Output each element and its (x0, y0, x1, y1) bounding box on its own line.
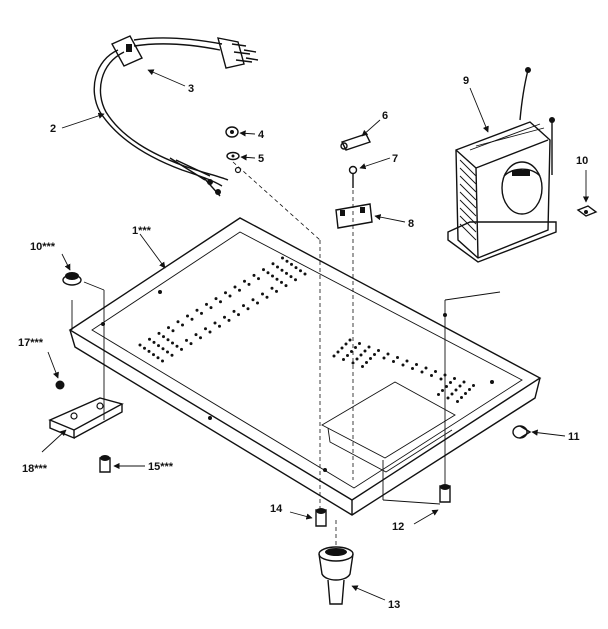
bolt-part-center (315, 508, 327, 527)
callout-arrows (41, 69, 590, 601)
label-part-10: 10 (576, 155, 588, 167)
nut-part (576, 205, 598, 217)
leg-part (318, 546, 354, 605)
callout-labels: 1*** 2 3 4 5 6 7 8 9 10 10*** 11 12 13 1… (18, 75, 588, 611)
ball-part (55, 380, 65, 390)
fuse-part (340, 133, 371, 151)
label-part-8: 8 (408, 218, 414, 230)
grommet-part (225, 126, 239, 138)
label-part-5: 5 (258, 153, 264, 165)
label-part-3: 3 (188, 83, 194, 95)
base-plate (68, 217, 542, 516)
label-part-17: 17*** (18, 337, 44, 349)
screw-part (348, 165, 358, 188)
transformer (447, 67, 557, 263)
label-part-7: 7 (392, 153, 398, 165)
label-part-10-alt: 10*** (30, 241, 56, 253)
fuse-holder-part (335, 203, 373, 229)
label-part-15: 15*** (148, 461, 174, 473)
assembly-lines (71, 161, 501, 545)
perforation-pattern (138, 256, 475, 403)
washer-part (226, 151, 240, 161)
label-part-13: 13 (388, 599, 400, 611)
bolt-part-left (99, 455, 111, 473)
label-part-11: 11 (568, 431, 580, 443)
rubber-foot-part (62, 272, 82, 286)
bracket-part (48, 397, 124, 440)
label-part-14: 14 (270, 503, 283, 515)
bolt-part-right (439, 484, 451, 503)
cap-part (512, 425, 532, 439)
label-part-4: 4 (258, 129, 265, 141)
label-part-12: 12 (392, 521, 404, 533)
label-part-9: 9 (463, 75, 469, 87)
label-part-2: 2 (50, 123, 56, 135)
power-cord (93, 35, 259, 197)
label-part-18: 18*** (22, 463, 48, 475)
label-part-6: 6 (382, 110, 388, 122)
label-part-1: 1*** (132, 225, 152, 237)
